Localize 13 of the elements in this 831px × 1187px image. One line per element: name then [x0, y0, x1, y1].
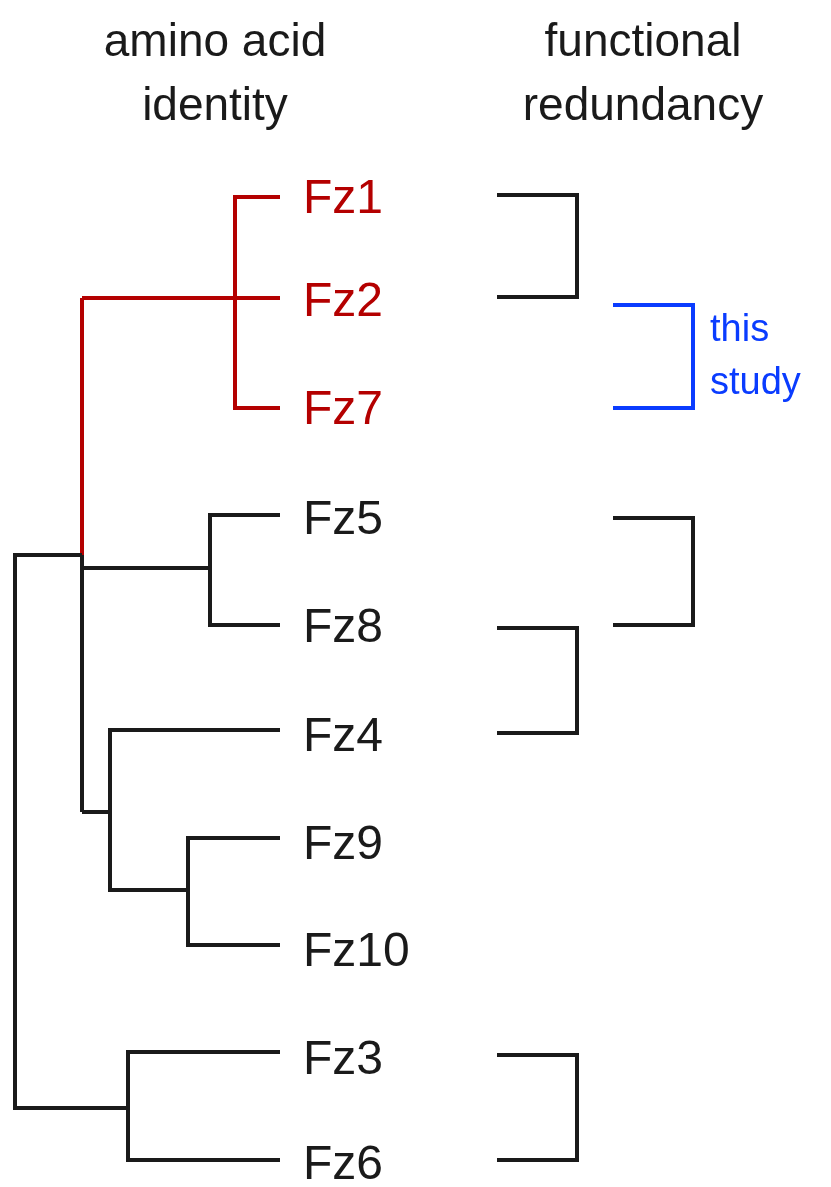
gene-label: Fz2: [303, 272, 383, 328]
gene-label: Fz4: [303, 707, 383, 763]
gene-label: Fz6: [303, 1135, 383, 1187]
column-heading: amino acid identity: [102, 13, 328, 133]
annotation-text: this study: [710, 306, 802, 405]
gene-label: Fz7: [303, 380, 383, 436]
gene-label: Fz5: [303, 490, 383, 546]
gene-label: Fz1: [303, 169, 383, 225]
gene-label: Fz3: [303, 1030, 383, 1086]
gene-label: Fz8: [303, 598, 383, 654]
gene-label: Fz9: [303, 815, 383, 871]
column-heading: functional redundancy: [521, 13, 765, 133]
gene-label: Fz10: [303, 922, 410, 978]
